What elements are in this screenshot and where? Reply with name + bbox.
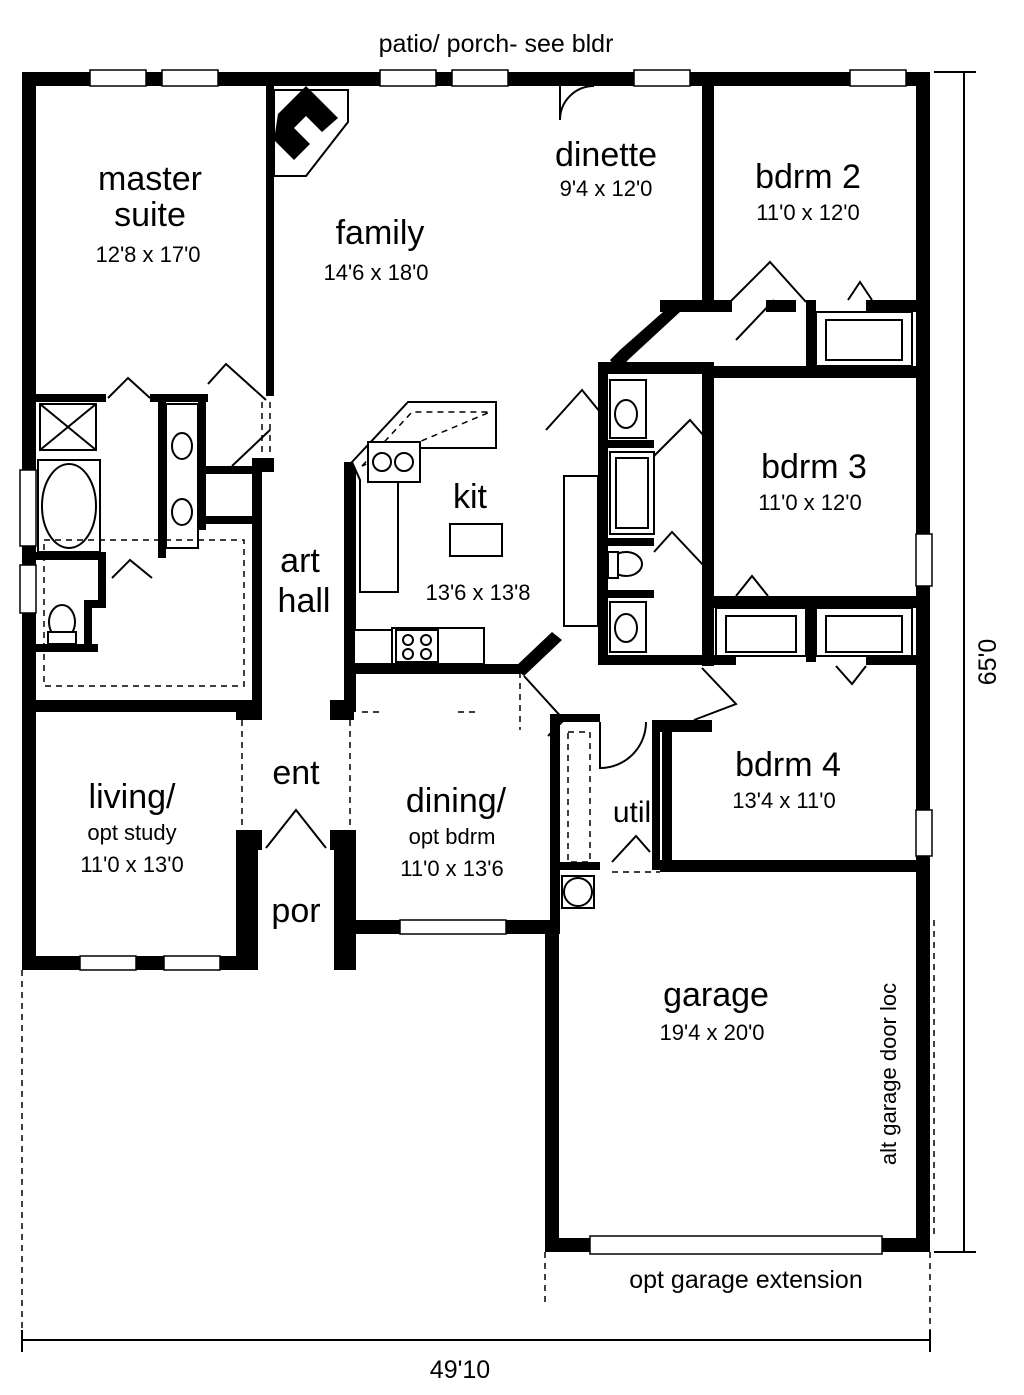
bdrm2-label: bdrm 2 — [755, 158, 861, 196]
dinette-size: 9'4 x 12'0 — [560, 176, 653, 201]
garage-door-note: alt garage door loc — [876, 983, 901, 1165]
doors — [107, 85, 873, 873]
art-hall-label-1: art — [280, 542, 320, 580]
patio-note: patio/ porch- see bldr — [379, 30, 614, 58]
fireplace — [273, 86, 349, 177]
living-size: 11'0 x 13'0 — [80, 852, 183, 877]
dimension-lines — [21, 71, 976, 1352]
bdrm3-label: bdrm 3 — [761, 448, 867, 486]
dinette-label: dinette — [555, 136, 657, 174]
living-label-1: living/ — [89, 778, 176, 816]
width-dimension: 49'10 — [430, 1356, 490, 1384]
interior-walls — [36, 86, 916, 924]
util-label: util — [613, 796, 651, 829]
family-label: family — [336, 214, 425, 252]
family-size: 14'6 x 18'0 — [323, 260, 428, 285]
kit-label: kit — [453, 478, 488, 516]
labels: patio/ porch- see bldr master suite 12'8… — [80, 30, 1002, 1384]
dining-label-1: dining/ — [406, 782, 507, 820]
closets — [715, 311, 913, 657]
windows — [19, 69, 933, 1255]
master-suite-label-1: master — [98, 160, 202, 198]
kit-size: 13'6 x 13'8 — [425, 580, 530, 605]
bdrm4-label: bdrm 4 — [735, 746, 841, 784]
art-hall-label-2: hall — [278, 582, 331, 620]
master-suite-label-2: suite — [114, 196, 186, 234]
living-label-2: opt study — [87, 820, 176, 845]
bath-fixtures — [37, 379, 655, 909]
garage-label: garage — [663, 976, 769, 1014]
ent-label: ent — [272, 754, 320, 792]
dining-size: 11'0 x 13'6 — [400, 856, 503, 881]
bdrm3-size: 11'0 x 12'0 — [758, 490, 861, 515]
master-suite-size: 12'8 x 17'0 — [95, 242, 200, 267]
por-label: por — [271, 892, 320, 930]
garage-size: 19'4 x 20'0 — [659, 1020, 764, 1045]
garage-extension-note: opt garage extension — [629, 1266, 863, 1294]
kitchen-counters — [350, 401, 599, 665]
depth-dimension: 65'0 — [974, 639, 1002, 685]
bdrm4-size: 13'4 x 11'0 — [732, 788, 835, 813]
dining-label-2: opt bdrm — [409, 824, 496, 849]
bdrm2-size: 11'0 x 12'0 — [756, 200, 859, 225]
